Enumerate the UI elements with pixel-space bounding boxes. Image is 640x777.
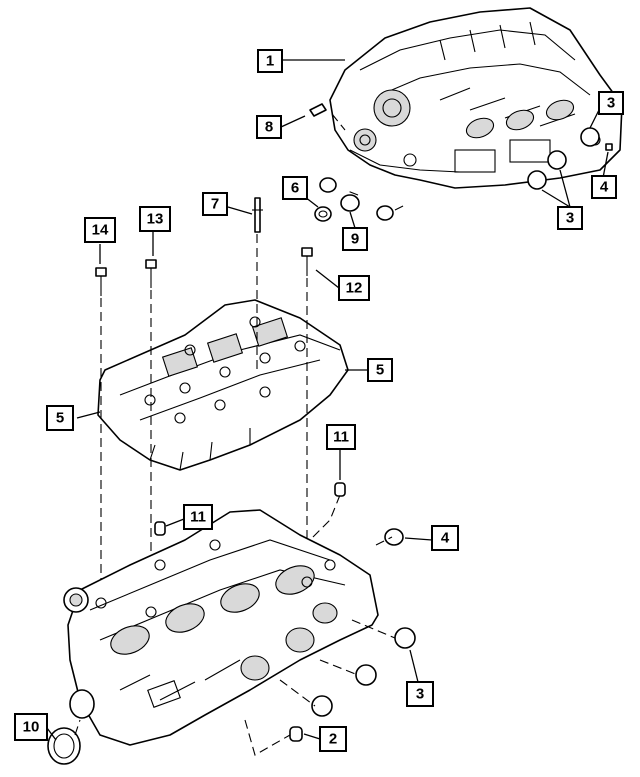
svg-text:8: 8 xyxy=(265,119,273,136)
svg-text:11: 11 xyxy=(190,509,206,526)
svg-text:2: 2 xyxy=(329,731,337,748)
svg-text:3: 3 xyxy=(566,210,574,227)
callout-4-lower: 4 xyxy=(431,525,459,551)
svg-text:4: 4 xyxy=(600,179,609,196)
callout-11-left: 11 xyxy=(183,504,213,530)
svg-text:3: 3 xyxy=(607,95,615,112)
svg-text:4: 4 xyxy=(441,530,450,547)
callout-11-right: 11 xyxy=(326,424,356,450)
callout-5-left: 5 xyxy=(46,405,74,431)
lower-engine-block xyxy=(63,509,379,746)
svg-text:10: 10 xyxy=(23,719,40,736)
svg-text:5: 5 xyxy=(376,362,384,379)
svg-text:12: 12 xyxy=(346,280,363,297)
svg-text:1: 1 xyxy=(266,53,274,70)
callout-3-lower: 3 xyxy=(406,681,434,707)
svg-text:13: 13 xyxy=(147,211,164,228)
svg-text:11: 11 xyxy=(333,429,349,446)
lower-block-small-parts xyxy=(47,482,416,765)
callout-6: 6 xyxy=(282,176,308,200)
callout-5-right: 5 xyxy=(367,358,393,382)
callout-3-middle: 3 xyxy=(557,206,583,230)
svg-text:3: 3 xyxy=(416,686,424,703)
callout-13: 13 xyxy=(139,206,171,232)
svg-text:5: 5 xyxy=(56,410,64,427)
svg-text:6: 6 xyxy=(291,180,299,197)
upper-engine-block xyxy=(329,7,623,189)
svg-text:14: 14 xyxy=(92,222,109,239)
callout-8: 8 xyxy=(256,115,282,139)
callout-7: 7 xyxy=(202,192,228,216)
callout-14: 14 xyxy=(84,217,116,243)
callout-12: 12 xyxy=(338,275,370,301)
callout-3-upper: 3 xyxy=(598,91,624,115)
callout-1: 1 xyxy=(257,49,283,73)
upper-block-small-parts xyxy=(309,103,613,222)
bedplate xyxy=(97,299,349,471)
callout-9: 9 xyxy=(342,227,368,251)
svg-text:9: 9 xyxy=(351,231,359,248)
bolts-and-stud xyxy=(95,197,313,296)
callout-10: 10 xyxy=(14,713,48,741)
svg-text:7: 7 xyxy=(211,196,219,213)
callout-4-upper: 4 xyxy=(591,175,617,199)
callout-2: 2 xyxy=(319,726,347,752)
